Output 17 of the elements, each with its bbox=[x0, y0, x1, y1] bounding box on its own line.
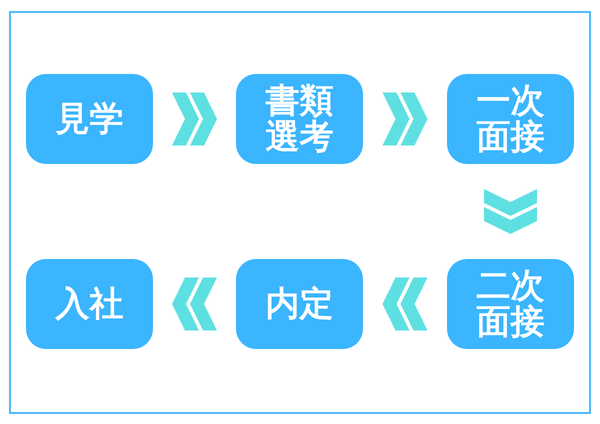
chevron-arrow bbox=[382, 278, 428, 330]
chevron-arrow bbox=[484, 189, 537, 234]
step-box bbox=[447, 259, 574, 349]
step-box bbox=[26, 259, 153, 349]
step-box bbox=[447, 74, 574, 164]
chevron-arrow bbox=[382, 92, 428, 146]
step-box bbox=[26, 74, 153, 164]
step-label: 一次面接 bbox=[475, 83, 546, 155]
step-box bbox=[236, 259, 363, 349]
chevron-arrow bbox=[172, 92, 217, 146]
step-label: 二次面接 bbox=[475, 268, 546, 340]
step-label: 内定 bbox=[266, 286, 334, 322]
chevron-arrow bbox=[172, 278, 217, 330]
step-label: 入社 bbox=[56, 286, 124, 322]
step-box bbox=[236, 74, 363, 164]
step-label: 見学 bbox=[56, 101, 124, 137]
step-label: 書類選考 bbox=[264, 83, 334, 155]
